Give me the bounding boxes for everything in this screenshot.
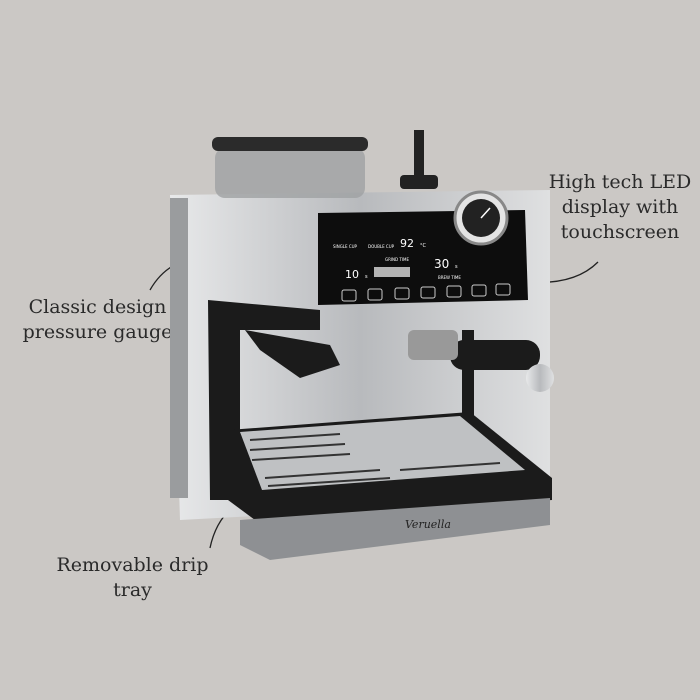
brew-value: 30 <box>434 257 449 271</box>
label-drip-tray: Removable drip tray <box>45 553 220 603</box>
brew-unit: s <box>455 264 458 270</box>
drip-tray-grate <box>240 416 525 490</box>
grind-label: GRIND TIME <box>385 257 409 262</box>
bean-hopper <box>215 148 365 198</box>
steam-wand <box>450 340 540 370</box>
touch-button <box>394 287 410 300</box>
portafilter <box>245 330 340 378</box>
grate-slots <box>249 433 501 487</box>
power-button <box>341 289 357 302</box>
steam-wand-tip <box>526 364 554 392</box>
label-pressure-gauge: Classic design pressure gauge <box>15 295 180 345</box>
brand-logo: Veruella <box>405 518 451 531</box>
side-panel <box>170 198 188 498</box>
machine-base <box>240 498 550 560</box>
label-led-display: High tech LED display with touchscreen <box>540 170 700 245</box>
touch-button <box>471 284 487 297</box>
group-head <box>408 330 458 360</box>
grind-level-bar <box>374 267 410 277</box>
gauge-needle <box>480 207 491 219</box>
drip-caption: Removable drip tray <box>56 554 209 601</box>
steam-knob-base <box>400 175 438 189</box>
gauge-caption: Classic design pressure gauge <box>22 296 173 343</box>
temperature-readout: 92 <box>400 237 414 250</box>
double-cup-label: DOUBLE CUP <box>368 244 395 249</box>
grind-value: 10 <box>345 268 359 281</box>
touch-button <box>495 283 511 296</box>
grind-unit: s <box>365 274 368 280</box>
touch-buttons <box>341 283 511 302</box>
temp-unit: °C <box>420 243 427 249</box>
touch-button <box>420 286 436 299</box>
touch-button <box>446 285 462 298</box>
steam-knob-stem <box>414 130 424 180</box>
led-caption: High tech LED display with touchscreen <box>548 171 692 243</box>
hopper-lid <box>212 137 368 151</box>
brew-label: BREW TIME <box>438 275 461 280</box>
touch-button <box>367 288 383 301</box>
single-cup-label: SINGLE CUP <box>333 244 358 249</box>
